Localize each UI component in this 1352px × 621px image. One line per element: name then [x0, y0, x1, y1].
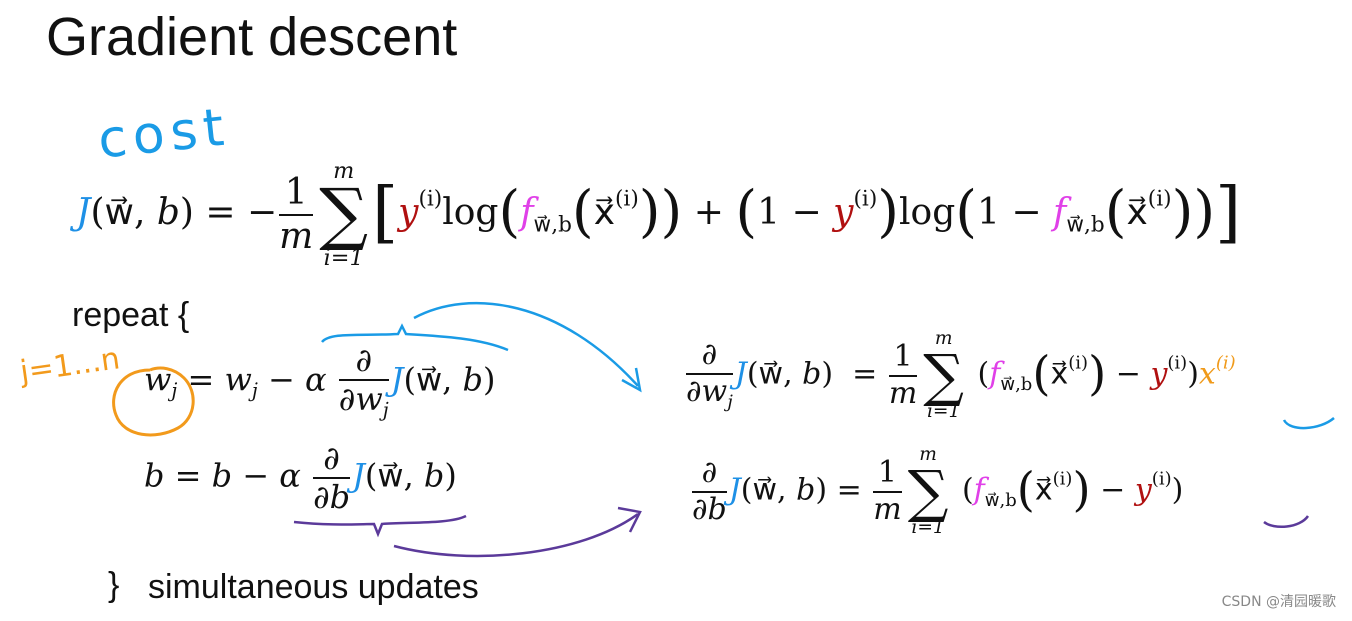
y-label: y [398, 191, 419, 233]
J-symbol: J [76, 191, 91, 233]
partial-dw-fraction: ∂∂wj [338, 341, 389, 422]
x-j-feature: x [1198, 356, 1216, 392]
purple-brace-ink [293, 514, 467, 538]
page-title: Gradient descent [46, 7, 458, 67]
simultaneous-updates-label: simultaneous updates [148, 568, 479, 606]
f-model: f [520, 191, 534, 233]
repeat-label: repeat { [72, 296, 190, 334]
blue-arrow-ink [413, 301, 639, 387]
closing-brace: } [108, 566, 120, 604]
watermark: CSDN @清园暖歌 [1221, 594, 1336, 610]
partial-db-fraction: ∂∂b [313, 439, 351, 516]
purple-arrow-ink [393, 512, 639, 558]
blue-brace-ink [321, 323, 509, 352]
blue-underline-ink [1282, 417, 1335, 430]
summation: m∑i=1 [319, 158, 369, 272]
orange-circle-ink [112, 366, 195, 437]
purple-underline-ink [1263, 515, 1310, 529]
